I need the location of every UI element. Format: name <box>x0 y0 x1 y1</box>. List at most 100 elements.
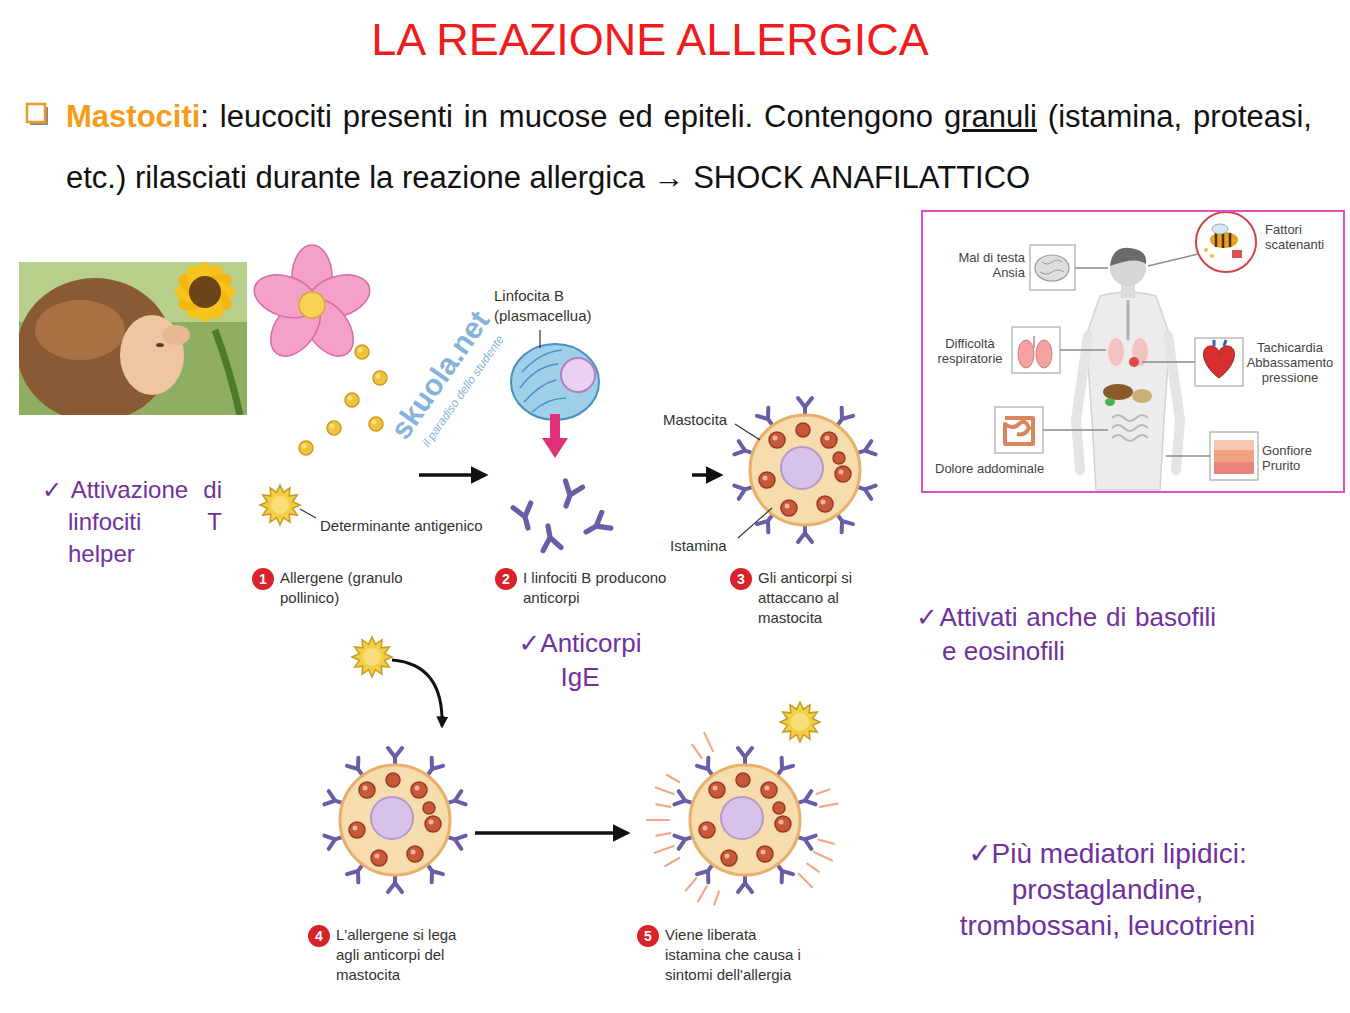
step-panel: 4L'allergene si lega agli anticorpi del … <box>308 640 471 985</box>
pollen-grain <box>355 345 369 359</box>
symptom-icon <box>1195 338 1243 386</box>
curved-arrow <box>392 660 442 726</box>
symptom-icon <box>1033 336 1035 348</box>
symptom-icon <box>1005 418 1033 444</box>
body-figure <box>1076 336 1088 470</box>
mast-cell <box>674 748 815 892</box>
leader-line <box>735 424 760 440</box>
body-figure <box>1103 384 1133 400</box>
histamine-burst <box>820 804 838 807</box>
symptom-label: Dolore addominale <box>935 461 1065 476</box>
pollen-grain <box>327 421 341 435</box>
histamine-burst <box>656 804 670 806</box>
body-figure <box>1108 338 1124 366</box>
symptom-icon <box>1012 327 1060 373</box>
symptom-icon <box>1204 346 1235 378</box>
photo <box>19 262 247 415</box>
caption-row: 5Viene liberata istamina che causa i sin… <box>637 925 815 985</box>
plasma-cell <box>542 438 568 458</box>
body-figure <box>1076 248 1180 490</box>
symptom-icon <box>1232 250 1242 258</box>
histamine-burst <box>647 733 838 905</box>
symptom-icon <box>1212 224 1228 234</box>
pollen-grain <box>780 702 820 742</box>
leader-line <box>1142 361 1195 362</box>
body-figure <box>1086 292 1170 490</box>
mast-cell <box>324 748 465 892</box>
body-figure <box>1110 248 1146 266</box>
histamine-burst <box>656 788 674 794</box>
caption-row: 2I linfociti B producono anticorpi <box>495 568 688 608</box>
body-figure <box>1127 300 1130 340</box>
symptom-icon <box>1210 232 1238 248</box>
symptom-icon <box>995 407 1043 453</box>
antibody <box>539 524 561 550</box>
symptom-icon <box>1210 254 1214 258</box>
symptom-icon <box>1214 462 1254 474</box>
bullet-square <box>27 104 45 122</box>
histamine-burst <box>818 840 833 844</box>
photo <box>173 262 237 324</box>
pollen-grain <box>345 393 359 407</box>
symptoms-panel: Fattori scatenantiMal di testa AnsiaDiff… <box>921 210 1345 493</box>
plasma-cell <box>550 414 560 440</box>
caption-row: 1Allergene (granulo pollinico) <box>252 568 415 608</box>
plasma-cell <box>520 350 566 412</box>
symptom-icon <box>1196 212 1256 272</box>
photo <box>180 262 231 324</box>
step-panel: 5Viene liberata istamina che causa i sin… <box>637 640 815 985</box>
histamine-burst <box>665 858 679 866</box>
step-panel: 3Gli anticorpi si attaccano al mastocita <box>730 400 876 628</box>
bullet-paragraph: Mastociti: leucociti presenti in mucose … <box>66 86 1312 208</box>
leader-line <box>1148 254 1198 266</box>
histamine-burst <box>807 864 818 872</box>
photo <box>189 276 221 308</box>
histamine-burst <box>714 891 719 904</box>
symptom-icon <box>1030 245 1075 290</box>
leader-line <box>1075 267 1108 268</box>
symptom-icon <box>1035 255 1069 281</box>
photo <box>215 330 240 415</box>
caption-row: 3Gli anticorpi si attaccano al mastocita <box>730 568 876 628</box>
symptom-label: Fattori scatenanti <box>1265 222 1341 252</box>
body-figure <box>1105 398 1115 406</box>
symptom-label: Difficoltà respiratorie <box>930 336 1010 366</box>
leader-line <box>1043 429 1108 430</box>
body-figure <box>1121 284 1135 298</box>
leader-line <box>738 508 772 538</box>
antibody <box>557 481 582 509</box>
histamine-burst <box>647 819 669 821</box>
callout-number: 2 <box>495 568 517 590</box>
body-figure <box>1168 336 1180 470</box>
body-figure <box>1112 415 1148 441</box>
body-figure <box>1132 389 1152 403</box>
histamine-burst <box>686 878 696 890</box>
leader-line <box>539 330 540 348</box>
leader-line <box>1166 455 1210 456</box>
step-caption: Viene liberata istamina che causa i sint… <box>665 925 815 985</box>
histamine-burst <box>698 886 707 902</box>
callout-label: Linfocita B (plasmacellua) <box>494 286 614 326</box>
symptom-label: Tachicardia Abbassamento pressione <box>1241 340 1339 385</box>
histamine-burst <box>704 733 712 751</box>
symptom-icon <box>1210 432 1258 480</box>
caption-row: 4L'allergene si lega agli anticorpi del … <box>308 925 471 985</box>
step-panel: 2I linfociti B producono anticorpi <box>495 285 688 608</box>
symptom-label: Gonfiore Prurito <box>1262 443 1324 473</box>
mast-cell <box>674 748 815 892</box>
histamine-burst <box>655 846 674 853</box>
photo <box>162 325 190 345</box>
callout-number: 1 <box>252 568 274 590</box>
note: ✓Anticorpi IgE <box>505 626 655 694</box>
mast-cell <box>324 748 465 892</box>
pollen-grain <box>260 485 300 525</box>
symptom-label: Mal di testa Ansia <box>945 250 1025 280</box>
leader-line <box>1060 349 1106 350</box>
histamine-burst <box>816 789 829 794</box>
pollen-grain <box>780 702 820 742</box>
symptom-icon <box>1214 440 1254 450</box>
histamine-burst <box>667 775 679 782</box>
note: ✓Attivati anche di basofili e eosinofili <box>916 600 1216 668</box>
pollen-grain <box>352 637 392 677</box>
